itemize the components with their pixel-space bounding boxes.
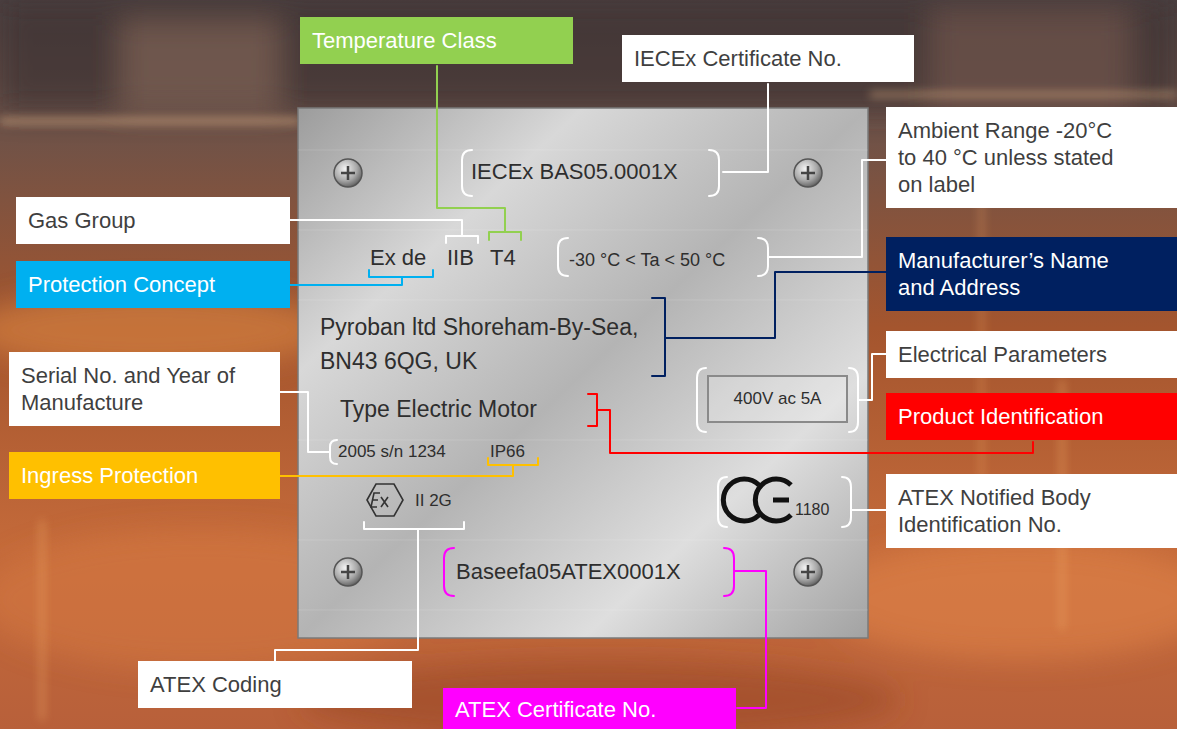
callout-text: Protection Concept bbox=[28, 271, 278, 298]
leader-line bbox=[734, 571, 766, 708]
callout-label: Electrical Parameters bbox=[886, 331, 1177, 378]
bracket bbox=[364, 522, 464, 529]
leader-line bbox=[275, 529, 418, 661]
parameter-box: 400V ac 5A bbox=[707, 375, 848, 423]
leader-line bbox=[858, 354, 886, 400]
leader-line bbox=[280, 392, 330, 452]
callout-label: Gas Group bbox=[16, 197, 290, 244]
leader-line bbox=[769, 160, 886, 257]
bracket bbox=[652, 298, 665, 376]
plate-text: IIB bbox=[447, 245, 474, 271]
ce-mark bbox=[723, 479, 791, 521]
callout-text: 400V ac 5A bbox=[734, 389, 822, 409]
plate-text: -30 °C < Ta < 50 °C bbox=[569, 250, 725, 272]
callout-text: Electrical Parameters bbox=[898, 341, 1165, 368]
plate-text: II 2G bbox=[415, 491, 452, 511]
bracket bbox=[369, 270, 433, 277]
bracket bbox=[697, 368, 858, 432]
bracket bbox=[558, 238, 768, 276]
bracket bbox=[330, 440, 337, 464]
callout-label: Temperature Class bbox=[300, 17, 573, 64]
bracket bbox=[718, 477, 851, 527]
callout-label: Ambient Range -20°C to 40 °C unless stat… bbox=[886, 107, 1177, 208]
plate-text: Ex de bbox=[370, 245, 426, 271]
plate-text: 2005 s/n 1234 bbox=[338, 442, 446, 462]
plate-text: Type Electric Motor bbox=[340, 396, 537, 424]
leader-line bbox=[290, 277, 402, 285]
callout-text: IECEx Certificate No. bbox=[634, 45, 902, 72]
leader-line bbox=[851, 509, 886, 511]
bracket bbox=[489, 232, 521, 240]
callout-label: ATEX Coding bbox=[138, 661, 412, 708]
leader-line bbox=[290, 220, 462, 236]
callout-label: Product Identification bbox=[886, 393, 1177, 440]
callout-text: ATEX Certificate No. bbox=[455, 696, 724, 723]
callout-text: ATEX Coding bbox=[150, 671, 400, 698]
callout-label: ATEX Notified Body Identification No. bbox=[886, 474, 1177, 548]
callout-text: Temperature Class bbox=[312, 27, 561, 54]
callout-label: Manufacturer’s Name and Address bbox=[886, 237, 1177, 311]
nameplate-plate bbox=[298, 108, 868, 638]
plate-text: IP66 bbox=[490, 442, 525, 462]
leader-line bbox=[723, 84, 768, 172]
callout-label: Serial No. and Year of Manufacture bbox=[9, 352, 280, 426]
callout-label: IECEx Certificate No. bbox=[622, 35, 914, 82]
ex-symbol bbox=[367, 484, 403, 516]
callout-label: Ingress Protection bbox=[9, 452, 280, 499]
bracket bbox=[462, 150, 719, 196]
bracket bbox=[444, 548, 734, 596]
callout-text: Serial No. and Year of Manufacture bbox=[21, 362, 268, 416]
light-streaks bbox=[0, 92, 1177, 720]
plate-text: T4 bbox=[490, 245, 516, 271]
plate-text: Pyroban ltd Shoreham-By-Sea, BN43 6QG, U… bbox=[320, 310, 645, 378]
plate-text: 1180 bbox=[795, 500, 829, 519]
bracket bbox=[446, 236, 478, 243]
callout-text: Gas Group bbox=[28, 207, 278, 234]
leader-line bbox=[437, 66, 505, 232]
callout-text: Ingress Protection bbox=[21, 462, 268, 489]
nameplate: IECEx BAS05.0001X Ex de IIB T4 -30 °C < Ta <… bbox=[298, 108, 868, 638]
callout-text: Ambient Range -20°C to 40 °C unless stat… bbox=[898, 117, 1123, 198]
plate-text: IECEx BAS05.0001X bbox=[471, 159, 678, 185]
callout-text: ATEX Notified Body Identification No. bbox=[898, 484, 1165, 538]
plate-text: Baseefa05ATEX0001X bbox=[456, 559, 681, 585]
leader-line bbox=[665, 272, 886, 338]
callout-text: Product Identification bbox=[898, 403, 1165, 430]
callout-label: Protection Concept bbox=[16, 261, 290, 308]
leader-line bbox=[280, 465, 513, 476]
bracket bbox=[588, 394, 597, 426]
callout-text: Manufacturer’s Name and Address bbox=[898, 247, 1137, 301]
callout-label: ATEX Certificate No. bbox=[443, 688, 736, 729]
